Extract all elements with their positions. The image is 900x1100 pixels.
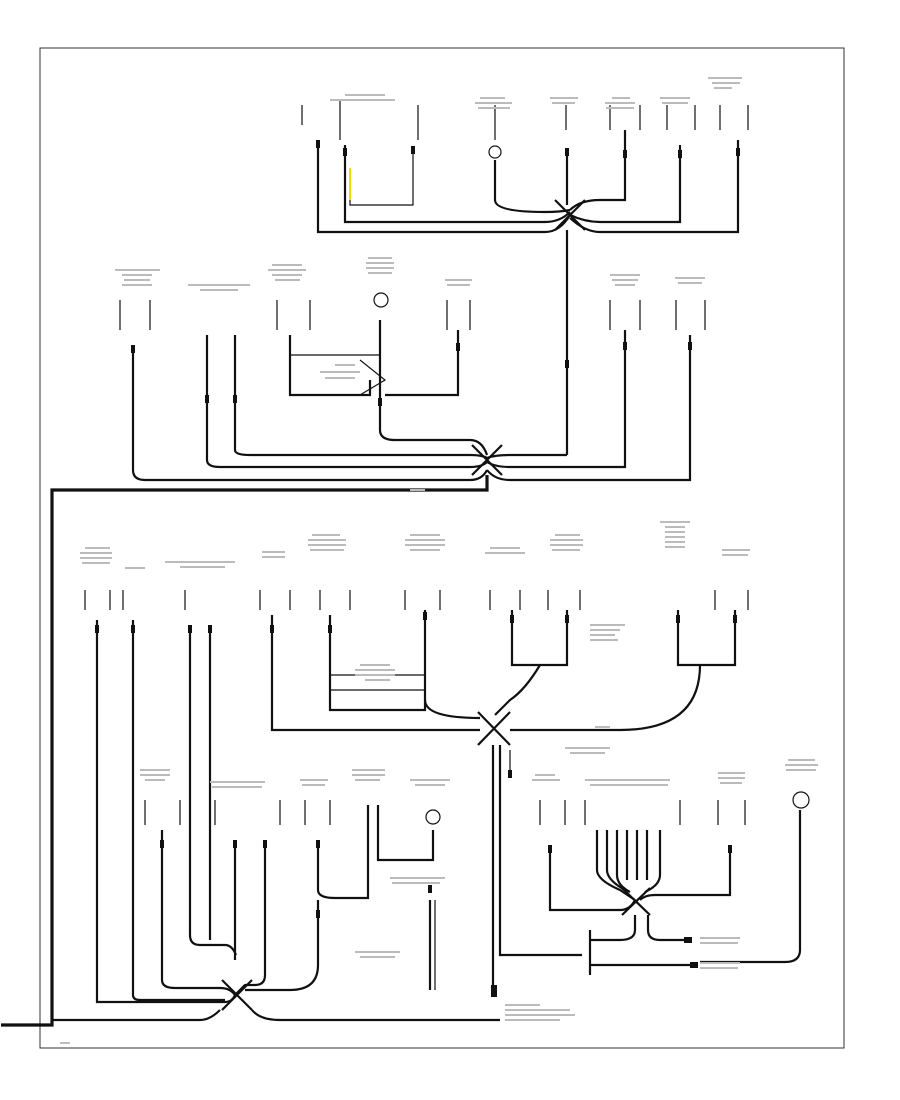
connector [270,625,274,633]
connector [678,150,682,158]
connector [316,840,320,848]
connector [623,342,627,350]
lamp-symbol [373,292,389,308]
connector [676,615,680,623]
connector [736,148,740,156]
lamp-symbol [425,809,441,825]
lamp-symbol [792,791,810,809]
connector [378,398,382,406]
connector [548,845,552,853]
connector [733,615,737,623]
connector [690,962,698,968]
ground-connector [491,985,497,997]
connector [565,148,569,156]
connector [423,612,427,620]
connector [565,360,569,368]
connector [623,150,627,158]
connector [205,395,209,403]
connector [208,625,212,633]
connector [565,615,569,623]
component-label-marks [60,77,818,1044]
connector [343,148,347,156]
connector [684,937,692,943]
connector [428,885,432,893]
lamp-symbol [488,145,502,159]
connector [411,146,415,154]
top-connectors [301,100,749,159]
top-section-wiring [316,130,740,455]
connector [456,343,460,351]
middle-connectors [119,292,706,406]
connector [131,345,135,353]
connector [233,840,237,848]
connector [508,770,512,778]
middle-section-wiring [1,320,692,1027]
connector [233,395,237,403]
connector [160,840,164,848]
diagram-frame [39,47,845,1049]
connector [316,140,320,148]
connector [728,845,732,853]
connector [316,910,320,918]
connector [95,625,99,633]
connector [510,615,514,623]
connector [263,840,267,848]
lower-connectors [84,590,810,918]
connector [328,625,332,633]
connector [131,625,135,633]
connector [688,342,692,350]
connector [188,625,192,633]
